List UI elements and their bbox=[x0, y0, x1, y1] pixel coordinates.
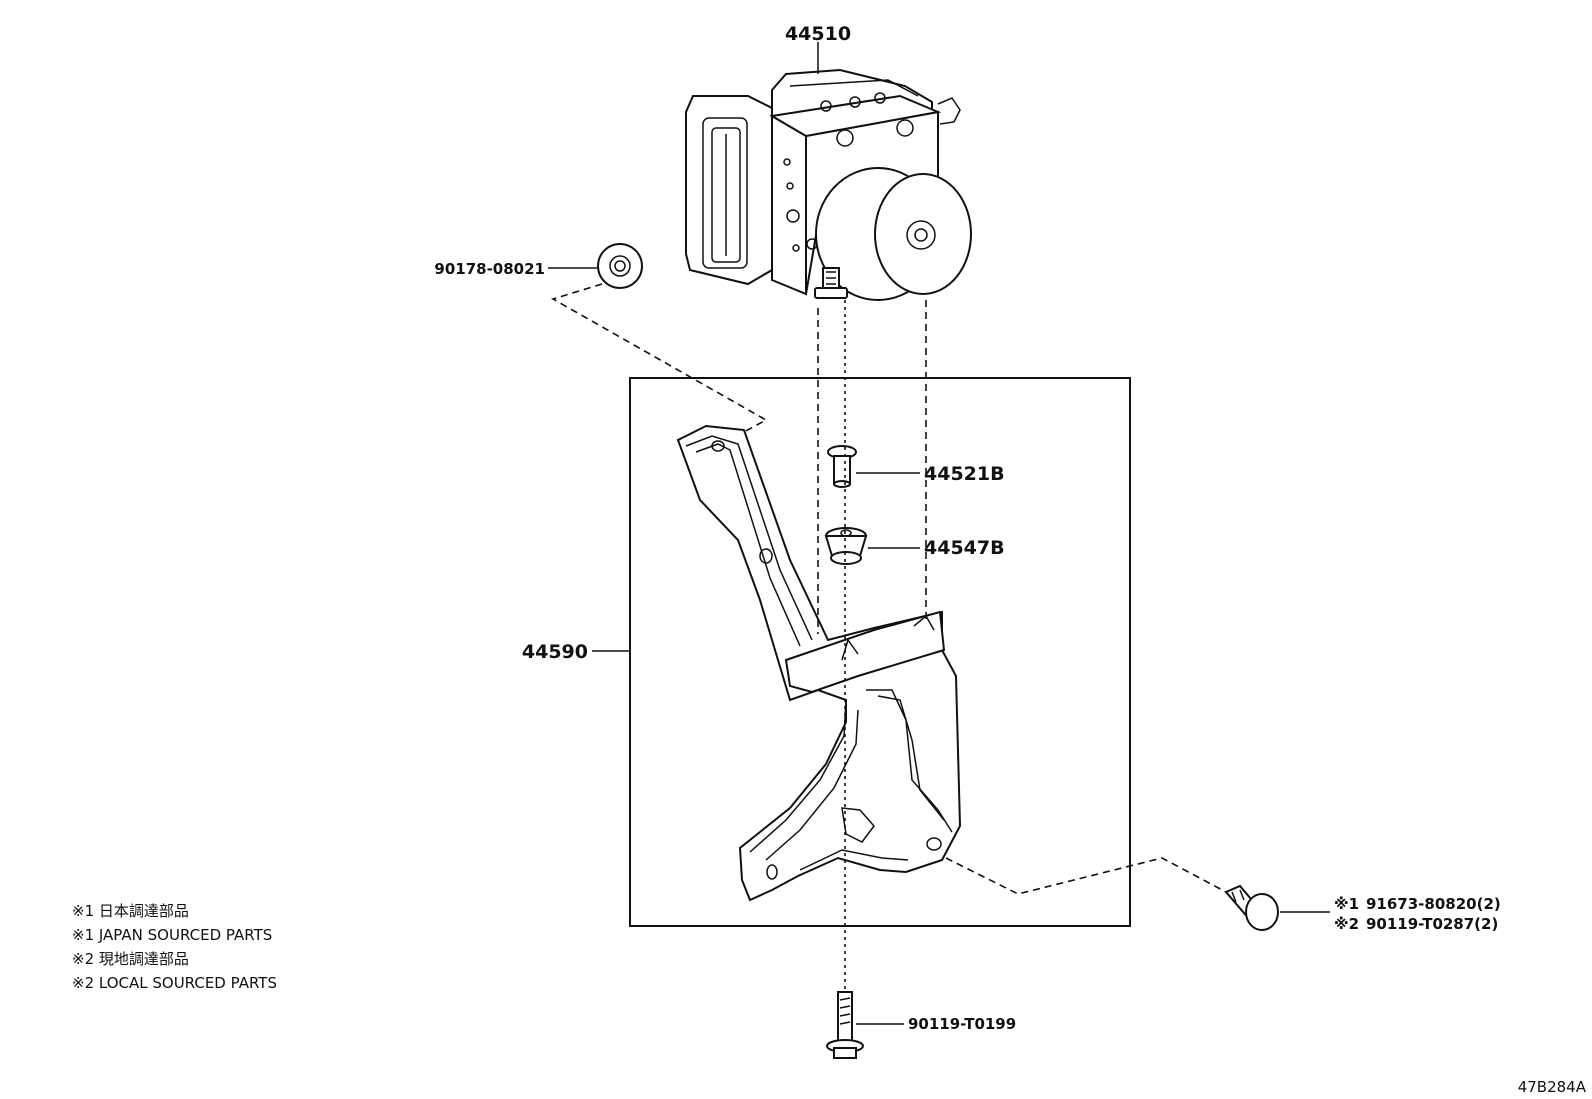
mark-local: ※2 bbox=[1334, 915, 1359, 933]
note-1: ※1 日本調達部品 bbox=[72, 902, 189, 920]
label-bracket: 44590 bbox=[522, 641, 588, 663]
bracket-drawing bbox=[676, 424, 962, 902]
side-bolt-drawing bbox=[1224, 884, 1279, 931]
nut-dashed-path bbox=[550, 283, 768, 447]
label-side-bolt-local: 90119-T0287(2) bbox=[1366, 915, 1498, 933]
note-2: ※1 JAPAN SOURCED PARTS bbox=[72, 926, 272, 944]
label-nut: 90178-08021 bbox=[434, 260, 545, 278]
label-cushion: 44547B bbox=[924, 537, 1005, 559]
nut-drawing bbox=[597, 243, 643, 289]
abs-actuator-drawing bbox=[685, 68, 972, 301]
mark-japan: ※1 bbox=[1334, 895, 1359, 913]
note-4: ※2 LOCAL SOURCED PARTS bbox=[72, 974, 277, 992]
collar-drawing bbox=[827, 445, 857, 488]
note-3: ※2 現地調達部品 bbox=[72, 950, 189, 968]
label-collar: 44521B bbox=[924, 463, 1005, 485]
bracket-group-box bbox=[629, 377, 1131, 927]
side-bolt-dashed-path bbox=[945, 857, 1227, 895]
label-bottom-bolt: 90119-T0199 bbox=[908, 1015, 1016, 1033]
bottom-bolt-drawing bbox=[826, 991, 864, 1059]
label-abs-actuator: 44510 bbox=[785, 23, 851, 45]
label-side-bolt-japan: 91673-80820(2) bbox=[1366, 895, 1501, 913]
cushion-drawing bbox=[824, 527, 868, 565]
illustration-code: 47B284A bbox=[1518, 1078, 1587, 1096]
